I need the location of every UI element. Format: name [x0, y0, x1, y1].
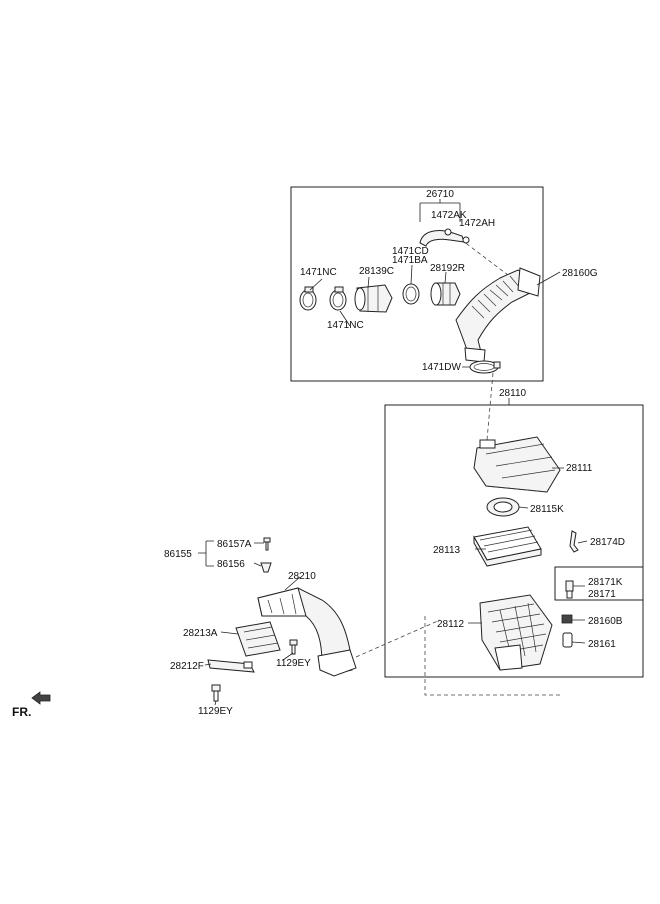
label-28171K: 28171K — [588, 577, 623, 588]
bracket-28212F — [207, 659, 255, 673]
mount-insulator-28161 — [562, 632, 573, 648]
air-cleaner-cover-28111 — [473, 436, 561, 493]
bolt-1129EY-duct — [289, 639, 298, 655]
label-1129EY-right: 1129EY — [276, 658, 311, 669]
air-cleaner-body-28112 — [479, 594, 553, 671]
label-28210: 28210 — [288, 571, 316, 582]
label-28192R: 28192R — [430, 263, 465, 274]
leader-lines — [204, 264, 588, 706]
airflow-sensor-housing-28139C — [354, 284, 393, 313]
label-28111: 28111 — [566, 463, 593, 474]
bracket-86155 — [198, 540, 214, 567]
resonator-28213A — [235, 621, 281, 657]
hose-clamp-1471NC-left — [299, 286, 317, 311]
dashed-connection-duct-to-cleaner — [355, 616, 560, 696]
label-1471NC-bottom: 1471NC — [327, 320, 364, 331]
dashed-connection-hose-to-cleaner — [486, 372, 494, 441]
label-26710: 26710 — [426, 189, 454, 200]
label-86156: 86156 — [217, 559, 245, 570]
label-28171: 28171 — [588, 589, 616, 600]
label-28113: 28113 — [433, 545, 461, 556]
label-1472AH: 1472AH — [459, 218, 495, 229]
intake-duct-28210 — [257, 587, 357, 677]
label-front: FR. — [12, 705, 31, 719]
hose-clamp-1471CD — [402, 283, 420, 305]
label-28161: 28161 — [588, 639, 616, 650]
label-1471DW: 1471DW — [422, 362, 461, 373]
hose-clamp-1471DW — [469, 360, 501, 374]
label-1471BA: 1471BA — [392, 255, 428, 266]
intake-hose-28160G — [455, 267, 541, 363]
label-1129EY-bottom: 1129EY — [198, 706, 233, 717]
intake-temp-sensor-28171 — [565, 580, 574, 599]
label-86155: 86155 — [164, 549, 192, 560]
label-28112: 28112 — [437, 619, 465, 630]
hose-connector-28192R — [430, 282, 461, 306]
hose-clamp-1471NC-right — [329, 286, 347, 311]
front-arrow-icon — [31, 691, 51, 705]
air-cleaner-group-frame — [384, 404, 644, 678]
label-28115K: 28115K — [530, 504, 564, 515]
bracket-26710 — [419, 199, 461, 222]
air-filter-element-28113 — [473, 526, 542, 567]
label-1472AK: 1472AK — [431, 210, 467, 221]
breather-hose-26710 — [419, 228, 470, 247]
resonator-hose-group-frame — [290, 186, 544, 382]
label-1471CD: 1471CD — [392, 246, 429, 257]
label-28139C: 28139C — [359, 266, 394, 277]
label-1471NC-top: 1471NC — [300, 267, 337, 278]
label-28160B: 28160B — [588, 616, 623, 627]
label-28213A: 28213A — [183, 628, 218, 639]
clip-86156 — [260, 562, 272, 573]
label-28212F: 28212F — [170, 661, 204, 672]
grommet-28160B — [561, 614, 573, 624]
filter-ring-28115K — [486, 497, 520, 517]
label-86157A: 86157A — [217, 539, 252, 550]
label-28110: 28110 — [499, 388, 527, 399]
bolt-1129EY-bottom — [211, 684, 221, 702]
bolt-86157A — [263, 537, 271, 551]
sensor-subgroup-frame — [554, 566, 644, 601]
label-28174D: 28174D — [590, 537, 625, 548]
label-28160G: 28160G — [562, 268, 598, 279]
drain-hose-28174D — [569, 530, 579, 553]
